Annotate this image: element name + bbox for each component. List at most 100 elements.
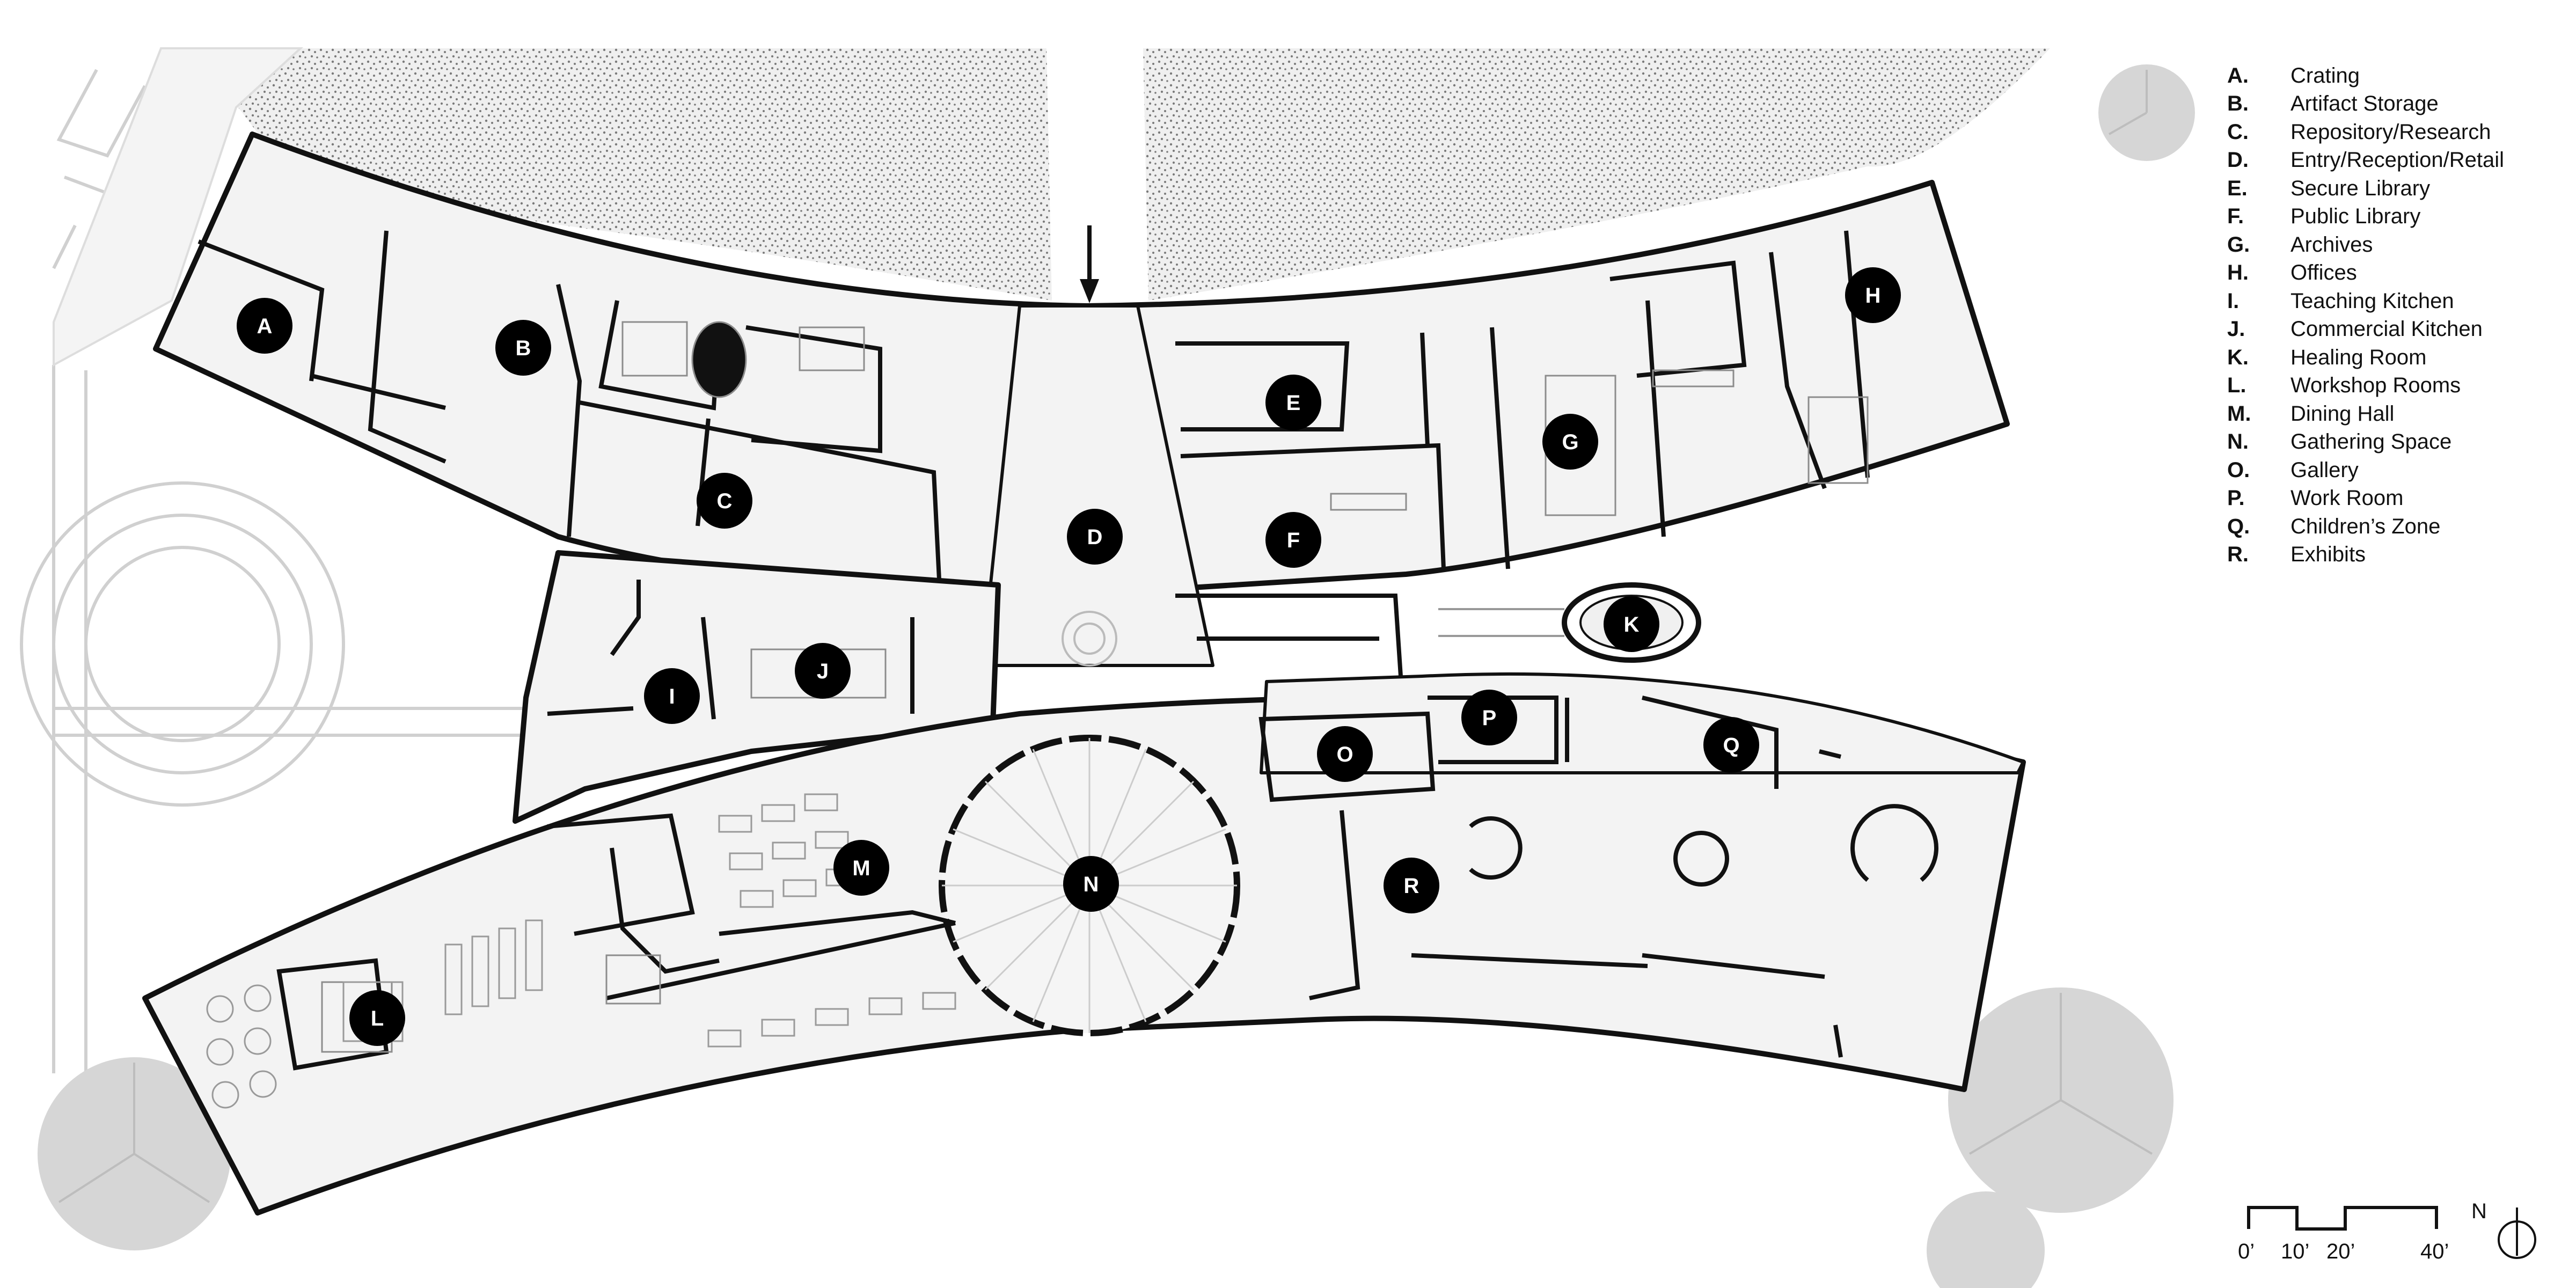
furniture bbox=[321, 321, 1869, 1053]
room-label-n: N bbox=[1084, 873, 1099, 896]
legend-letter: O. bbox=[2227, 458, 2250, 482]
room-marker-i: I bbox=[644, 668, 700, 724]
legend-item: K. Healing Room bbox=[2227, 343, 2571, 372]
room-marker-q: Q bbox=[1703, 717, 1759, 773]
room-marker-o: O bbox=[1317, 726, 1373, 782]
scale-bar: 0’ 10’ 20’ 40’ bbox=[2238, 1206, 2449, 1263]
room-marker-b: B bbox=[495, 320, 551, 376]
scale-tick-20: 20’ bbox=[2326, 1240, 2355, 1263]
legend-name: Public Library bbox=[2290, 204, 2421, 229]
legend-letter: K. bbox=[2227, 345, 2249, 369]
legend-letter: Q. bbox=[2227, 514, 2250, 538]
interior-walls bbox=[197, 230, 1870, 1071]
tree-branches bbox=[58, 70, 2153, 1203]
room-label-q: Q bbox=[1723, 734, 1739, 757]
legend-name: Offices bbox=[2290, 261, 2357, 285]
legend-name: Repository/Research bbox=[2290, 120, 2491, 144]
legend-name: Healing Room bbox=[2290, 345, 2427, 369]
legend-name: Crating bbox=[2290, 63, 2360, 87]
room-marker-a: A bbox=[237, 298, 292, 354]
legend-name: Entry/Reception/Retail bbox=[2290, 148, 2504, 172]
legend-name: Commercial Kitchen bbox=[2290, 317, 2483, 341]
entry-arrow-icon bbox=[1080, 225, 1099, 303]
legend-item: I. Teaching Kitchen bbox=[2227, 287, 2571, 316]
legend-name: Gathering Space bbox=[2290, 430, 2452, 454]
room-label-i: I bbox=[669, 685, 675, 708]
legend-item: F. Public Library bbox=[2227, 203, 2571, 231]
legend-letter: L. bbox=[2227, 374, 2246, 398]
room-marker-l: L bbox=[349, 990, 405, 1046]
north-arrow-icon: N bbox=[2471, 1199, 2536, 1259]
legend-letter: I. bbox=[2227, 289, 2240, 313]
room-marker-c: C bbox=[697, 473, 752, 529]
legend-name: Archives bbox=[2290, 232, 2373, 257]
legend-name: Exhibits bbox=[2290, 543, 2366, 567]
legend-letter: R. bbox=[2227, 543, 2249, 567]
room-label-b: B bbox=[516, 336, 531, 360]
dining-tables bbox=[707, 793, 956, 1048]
legend-name: Work Room bbox=[2290, 486, 2404, 510]
room-markers: A B C D E F G H I J K L M N O P Q R bbox=[237, 267, 1901, 1046]
room-marker-j: J bbox=[795, 643, 851, 699]
room-label-l: L bbox=[371, 1007, 384, 1030]
legend-name: Children’s Zone bbox=[2290, 514, 2441, 538]
room-marker-d: D bbox=[1067, 509, 1123, 565]
lawn-stipple bbox=[193, 48, 2050, 301]
north-label: N bbox=[2471, 1199, 2487, 1223]
legend-letter: H. bbox=[2227, 261, 2249, 285]
legend-name: Workshop Rooms bbox=[2290, 374, 2461, 398]
legend-item: Q. Children’s Zone bbox=[2227, 513, 2571, 541]
landscape-paths bbox=[20, 69, 537, 1073]
scale-tick-0: 0’ bbox=[2238, 1240, 2255, 1263]
room-label-k: K bbox=[1624, 613, 1640, 636]
room-label-g: G bbox=[1562, 430, 1578, 454]
legend-name: Secure Library bbox=[2290, 176, 2431, 200]
legend-item: E. Secure Library bbox=[2227, 174, 2571, 203]
legend-item: D. Entry/Reception/Retail bbox=[2227, 147, 2571, 175]
legend-letter: M. bbox=[2227, 401, 2251, 426]
legend-item: P.Work Room bbox=[2227, 485, 2571, 513]
room-marker-g: G bbox=[1542, 414, 1598, 470]
legend-name: Teaching Kitchen bbox=[2290, 289, 2454, 313]
legend-item: O. Gallery bbox=[2227, 456, 2571, 485]
legend-item: J. Commercial Kitchen bbox=[2227, 316, 2571, 344]
legend-letter: J. bbox=[2227, 317, 2245, 341]
legend-item: L. Workshop Rooms bbox=[2227, 372, 2571, 400]
room-marker-e: E bbox=[1265, 375, 1321, 430]
room-marker-n: N bbox=[1063, 856, 1119, 912]
room-marker-k: K bbox=[1604, 596, 1659, 652]
legend-item: C. Repository/Research bbox=[2227, 118, 2571, 147]
legend-letter: N. bbox=[2227, 430, 2249, 454]
room-marker-r: R bbox=[1384, 858, 1439, 913]
legend-name: Dining Hall bbox=[2290, 401, 2395, 426]
room-label-r: R bbox=[1404, 874, 1419, 898]
exhibit-partitions bbox=[1469, 804, 1938, 887]
room-label-p: P bbox=[1482, 706, 1497, 730]
scale-tick-10: 10’ bbox=[2281, 1240, 2309, 1263]
legend-name: Artifact Storage bbox=[2290, 92, 2439, 116]
building-floor bbox=[142, 131, 2026, 1216]
legend-item: M. Dining Hall bbox=[2227, 400, 2571, 428]
legend-item: A.Crating bbox=[2227, 62, 2571, 90]
room-marker-f: F bbox=[1265, 512, 1321, 568]
legend-name: Gallery bbox=[2290, 458, 2359, 482]
room-label-a: A bbox=[257, 314, 273, 338]
room-label-o: O bbox=[1336, 743, 1353, 766]
legend-letter: D. bbox=[2227, 148, 2249, 172]
room-label-c: C bbox=[717, 489, 733, 513]
legend-item: N. Gathering Space bbox=[2227, 428, 2571, 457]
legend-letter: C. bbox=[2227, 120, 2249, 144]
healing-room-pod bbox=[1438, 582, 1701, 663]
legend-letter: G. bbox=[2227, 232, 2250, 257]
room-label-j: J bbox=[817, 660, 829, 683]
legend-item: G. Archives bbox=[2227, 231, 2571, 259]
legend-letter: E. bbox=[2227, 176, 2248, 200]
room-marker-m: M bbox=[833, 840, 889, 896]
room-label-h: H bbox=[1865, 284, 1881, 308]
scale-tick-40: 40’ bbox=[2420, 1240, 2449, 1263]
legend-item: B.Artifact Storage bbox=[2227, 90, 2571, 119]
legend-item: R. Exhibits bbox=[2227, 541, 2571, 569]
room-label-d: D bbox=[1087, 525, 1103, 549]
legend-letter: F. bbox=[2227, 204, 2244, 229]
